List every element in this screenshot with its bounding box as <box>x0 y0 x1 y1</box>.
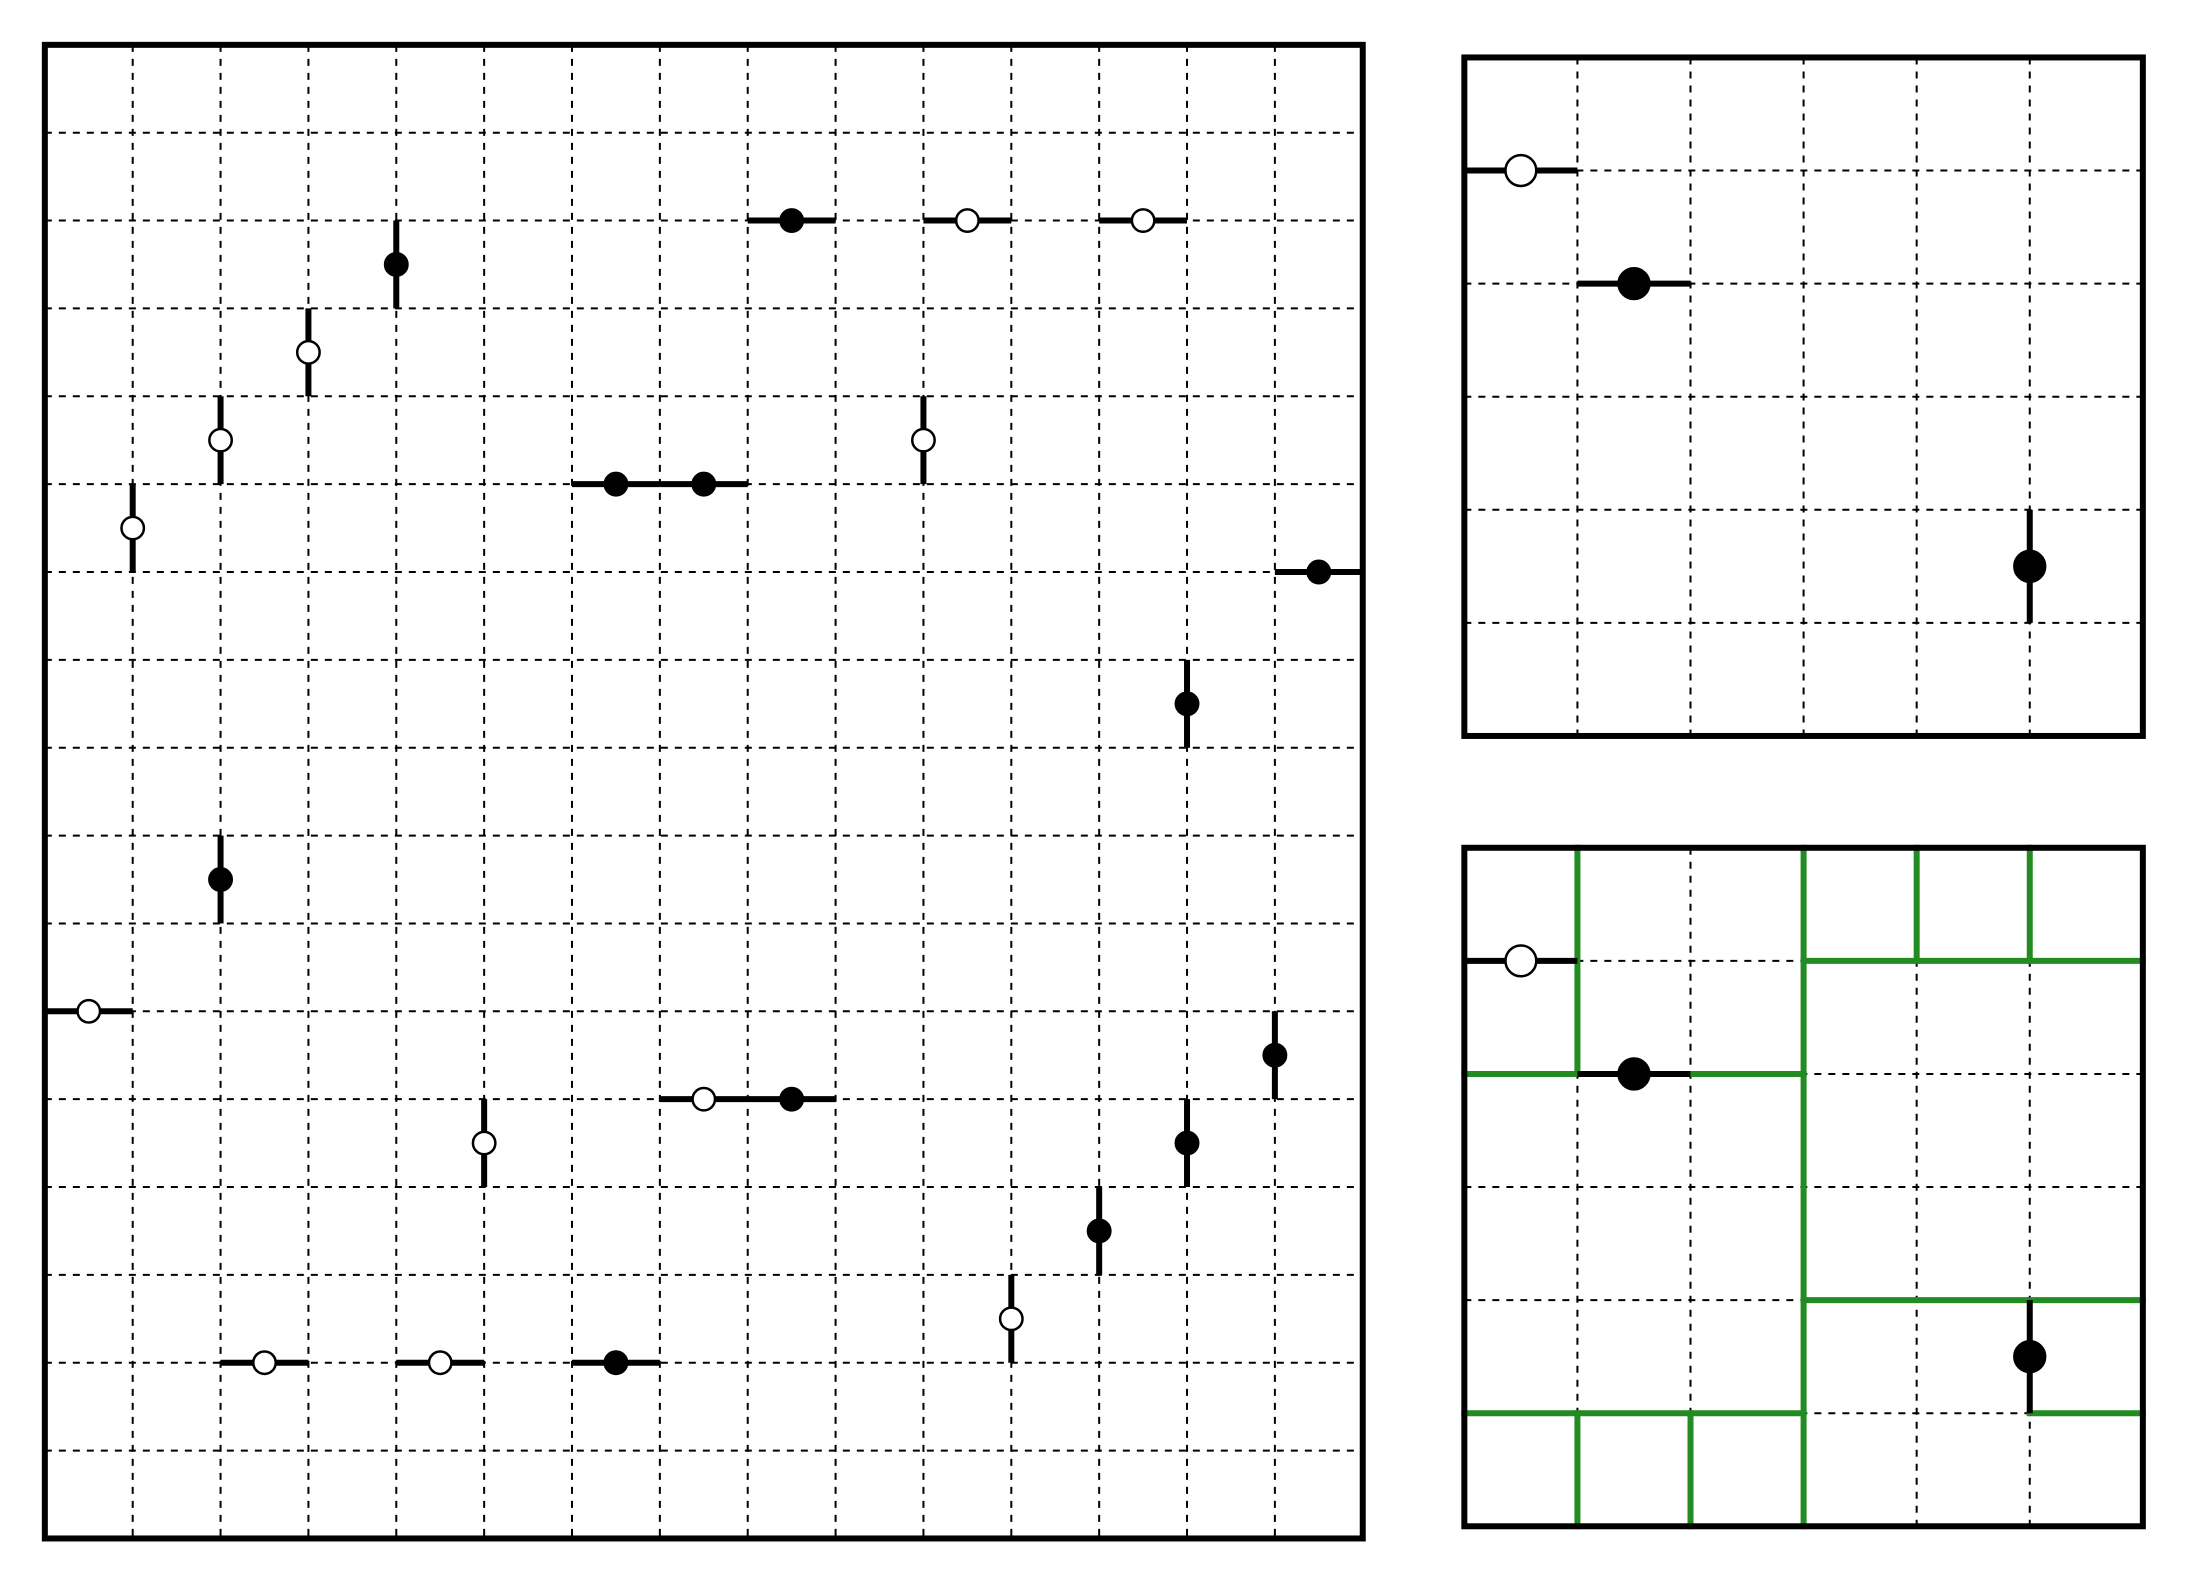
solution-frame <box>1461 844 2146 1530</box>
black-dot-icon <box>691 471 717 497</box>
main-clue-black-dot <box>747 208 836 234</box>
white-dot-icon <box>471 1130 497 1156</box>
main-clue-black-dot <box>1274 559 1363 585</box>
main-clue-white-dot <box>295 308 321 397</box>
white-dot-icon <box>910 427 936 453</box>
white-dot-icon <box>427 1350 453 1376</box>
white-dot-icon <box>295 339 321 365</box>
black-dot-icon <box>1174 691 1200 717</box>
white-dot-icon <box>954 208 980 234</box>
main-clue-black-dot <box>383 220 409 309</box>
main-clue-black-dot <box>1086 1187 1112 1275</box>
black-dot-icon <box>208 867 234 892</box>
white-dot-icon <box>120 515 146 541</box>
black-dot-icon <box>2013 1339 2047 1374</box>
solution-clue-black-dot <box>1577 1057 1691 1091</box>
white-dot-icon <box>1504 944 1538 978</box>
example-frame <box>1461 54 2146 739</box>
white-dot-icon <box>208 427 234 453</box>
main-clue-white-dot <box>923 208 1012 234</box>
main-puzzle-grid[interactable] <box>41 41 1366 1542</box>
main-clue-white-dot <box>910 396 936 485</box>
white-dot-icon <box>691 1086 717 1112</box>
main-clue-white-dot <box>998 1274 1024 1363</box>
main-clue-white-dot <box>208 396 234 485</box>
main-clue-white-dot <box>659 1086 748 1112</box>
white-dot-icon <box>1504 153 1538 188</box>
main-frame <box>41 41 1366 1542</box>
black-dot-icon <box>1086 1218 1112 1244</box>
black-dot-icon <box>779 208 805 234</box>
black-dot-icon <box>1262 1042 1288 1068</box>
white-dot-icon <box>998 1306 1024 1332</box>
main-clue-black-dot <box>572 1350 660 1376</box>
main-clue-white-dot <box>471 1099 497 1188</box>
main-clue-black-dot <box>208 835 234 924</box>
example-puzzle-grid <box>1461 54 2146 739</box>
black-dot-icon <box>603 1350 629 1376</box>
black-dot-icon <box>1174 1130 1200 1156</box>
black-dot-icon <box>779 1086 805 1112</box>
main-clue-black-dot <box>1174 659 1200 748</box>
black-dot-icon <box>1617 1057 1651 1091</box>
black-dot-icon <box>1617 266 1651 301</box>
white-dot-icon <box>1130 208 1156 234</box>
example-clue-black-dot <box>2013 509 2047 623</box>
main-clue-white-dot <box>396 1350 485 1376</box>
black-dot-icon <box>2013 549 2047 583</box>
black-dot-icon <box>603 471 629 497</box>
black-dot-icon <box>383 252 409 277</box>
example-clue-black-dot <box>1577 266 1691 301</box>
white-dot-icon <box>76 998 102 1024</box>
white-dot-icon <box>252 1350 277 1376</box>
main-clue-black-dot <box>659 471 748 497</box>
example-clue-white-dot <box>1464 153 1578 188</box>
black-dot-icon <box>1306 559 1332 585</box>
main-clue-black-dot <box>1174 1099 1200 1188</box>
main-clue-black-dot <box>1262 1011 1288 1100</box>
main-clue-black-dot <box>747 1086 836 1112</box>
main-clue-white-dot <box>1099 208 1188 234</box>
main-clue-white-dot <box>44 998 133 1024</box>
main-clue-white-dot <box>120 484 146 573</box>
main-clue-black-dot <box>572 471 660 497</box>
example-solution-grid <box>1461 844 2146 1530</box>
solution-clue-black-dot <box>2013 1300 2047 1414</box>
main-clue-white-dot <box>220 1350 309 1376</box>
solution-clue-white-dot <box>1464 944 1578 978</box>
